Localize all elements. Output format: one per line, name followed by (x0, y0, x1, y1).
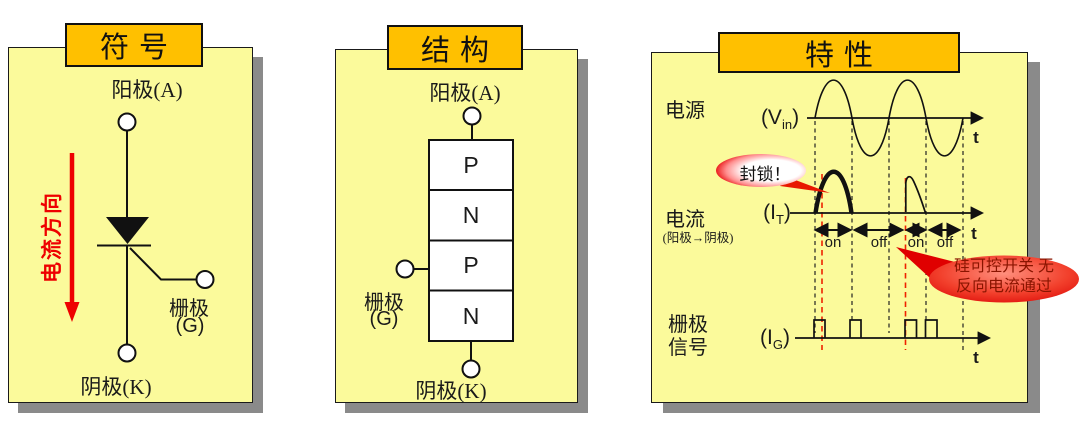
panel-symbol-title-text: 符号 (99, 32, 178, 64)
note-line-2: 反向电流通过 (955, 278, 1052, 295)
vin-post: ) (792, 106, 800, 129)
layer-label-n1: N (462, 202, 480, 228)
it-pre: (I (763, 201, 776, 224)
symbol-gate-label: 栅极 (169, 298, 209, 320)
region-label-off2: off (936, 234, 954, 251)
gate-signal-label-line1: 栅极 (668, 314, 708, 336)
panel-characteristics-title: 特性 (718, 32, 960, 73)
region-label-on1: on (824, 234, 842, 251)
region-label-off1: off (870, 234, 888, 251)
it-label: (IT) (753, 201, 801, 227)
region-label-on2: on (907, 234, 925, 251)
panel-structure-title-text: 结构 (420, 34, 499, 67)
it-post: ) (783, 201, 791, 224)
it-sub: T (775, 212, 784, 227)
blocked-callout-text: 封锁！ (739, 165, 791, 184)
it-t-label: t (971, 224, 977, 243)
layer-label-p1: P (463, 152, 479, 178)
panel-symbol-title: 符号 (65, 23, 203, 67)
note-line-1: 硅可控开关 无 (953, 258, 1054, 275)
vin-sub: in (781, 117, 793, 132)
panel-structure-title: 结构 (387, 25, 523, 70)
structure-gate-terminal-label: (G) (369, 308, 399, 330)
ig-sub: G (772, 337, 783, 352)
vin-t-label: t (973, 128, 979, 147)
symbol-cathode-label: 阴极(K) (80, 375, 152, 399)
ig-label: (IG) (751, 326, 799, 352)
current-note-label: (阳极→阴极) (662, 231, 734, 245)
vin-label: (Vin) (752, 106, 808, 132)
ig-t-label: t (973, 348, 979, 367)
gate-signal-label-line2: 信号 (668, 337, 708, 359)
vin-pre: (V (760, 106, 782, 129)
symbol-anode-label: 阳极(A) (111, 78, 183, 102)
layer-label-p2: P (463, 252, 479, 278)
ig-post: ) (782, 326, 790, 349)
structure-anode-label: 阳极(A) (429, 81, 501, 105)
current-direction-label: 电流方向 (40, 191, 64, 283)
ig-pre: (I (760, 326, 773, 349)
layer-label-n2: N (462, 303, 480, 329)
symbol-gate-terminal-label: (G) (175, 315, 205, 337)
panel-characteristics-title-text: 特性 (804, 39, 883, 72)
current-label: 电流 (665, 209, 705, 231)
structure-cathode-label: 阴极(K) (415, 379, 487, 403)
source-label: 电源 (665, 100, 705, 122)
no-reverse-current-text: 硅可控开关 无 反向电流通过 (929, 257, 1079, 297)
structure-gate-label: 栅极 (364, 292, 404, 314)
